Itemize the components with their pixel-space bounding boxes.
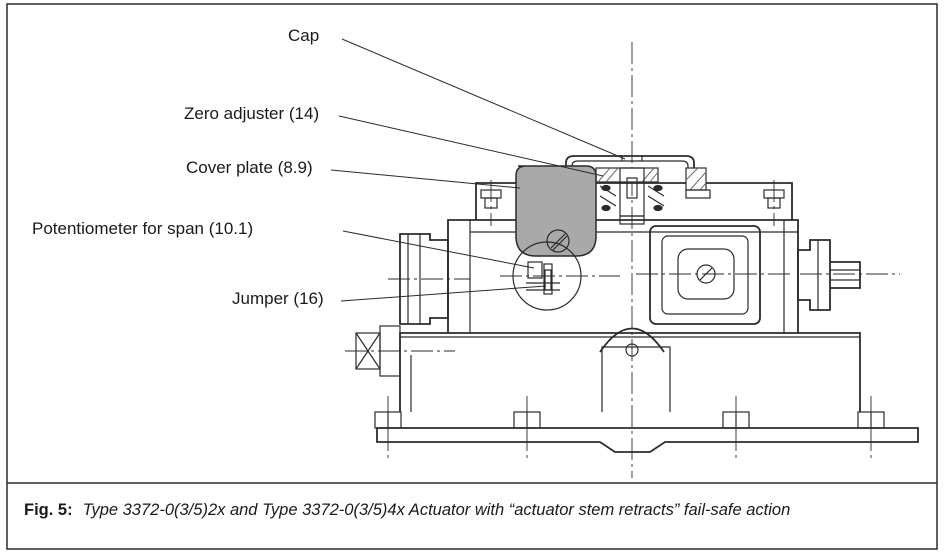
label-zero-adjuster: Zero adjuster (14): [184, 104, 320, 123]
cover-plate-screw: [546, 229, 570, 253]
caption-text: Type 3372-0(3/5)2x and Type 3372-0(3/5)4…: [82, 501, 791, 519]
housing-screws: [480, 180, 785, 226]
label-potentiometer: Potentiometer for span (10.1): [32, 219, 254, 238]
figure-border: [6, 3, 938, 550]
base-plate: [376, 427, 919, 453]
label-cover-plate: Cover plate (8.9): [186, 158, 313, 177]
right-connector-box: [636, 225, 790, 325]
actuator-drawing: [330, 38, 919, 478]
base-dashed-lines: [387, 396, 872, 462]
cable-gland: [797, 239, 900, 311]
base-bolts: [374, 411, 885, 429]
figure-caption: Fig. 5: Type 3372-0(3/5)2x and Type 3372-…: [24, 498, 924, 522]
cover-plate-part: [515, 165, 597, 257]
caption-figure-number: Fig. 5:: [24, 501, 73, 519]
left-cross-box: [345, 325, 455, 377]
label-jumper: Jumper (16): [232, 289, 324, 308]
center-ear: [599, 327, 665, 353]
cap-part: [565, 155, 695, 183]
left-connector: [388, 233, 470, 325]
leader-lines: [330, 38, 626, 302]
zero-adjuster-part: [595, 167, 711, 225]
housing-upper: [475, 182, 793, 220]
potentiometer-detail: [500, 241, 620, 311]
label-cap: Cap: [288, 26, 320, 45]
